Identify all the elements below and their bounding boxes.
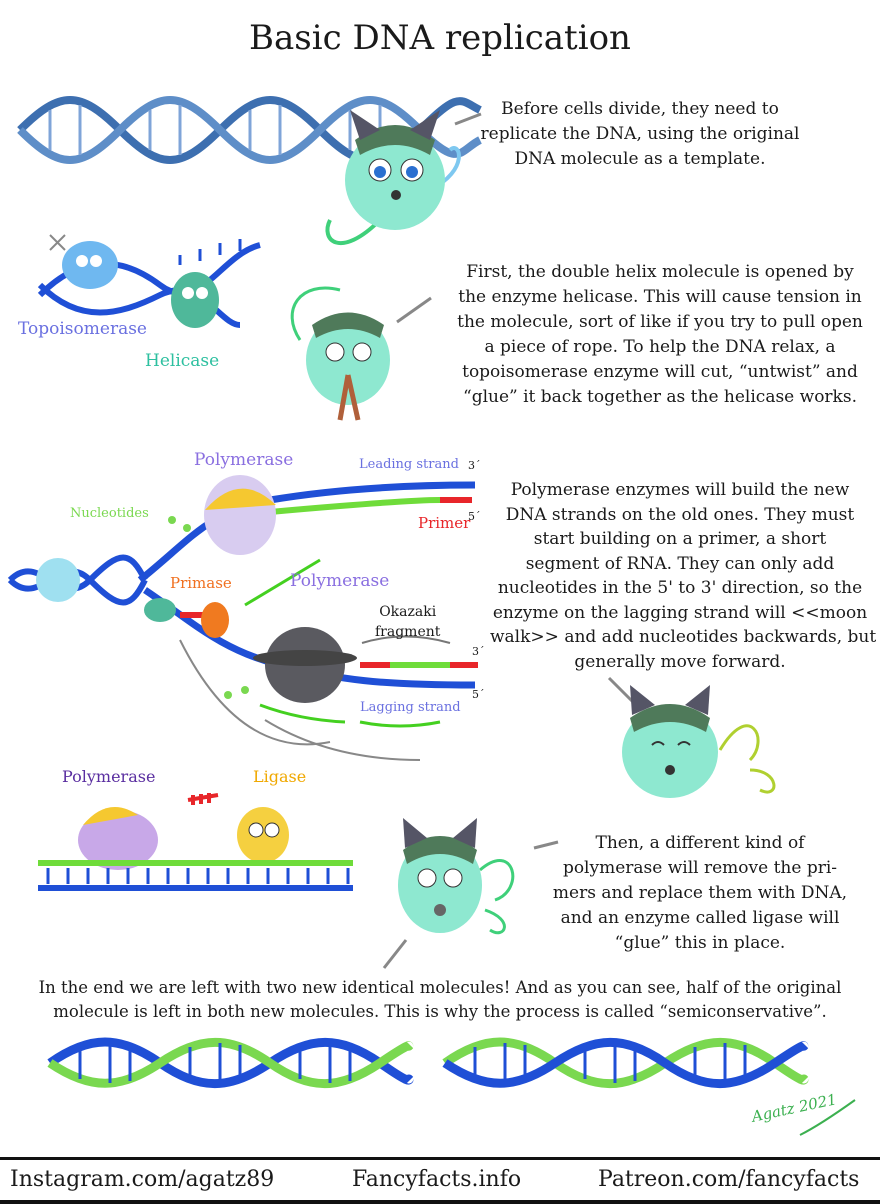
five-prime-label: 5´ <box>472 688 485 701</box>
nucleotides-label: Nucleotides <box>70 506 149 521</box>
polymerase-label: Polymerase <box>62 767 156 786</box>
polymerase-top-label: Polymerase <box>194 450 294 470</box>
fork-line: segment of RNA. They can only add <box>525 553 835 574</box>
fork-line: walk>> and add nucleotides backwards, bu… <box>490 627 877 647</box>
ligase-label: Ligase <box>253 767 307 786</box>
primer-label: Primer <box>418 514 471 532</box>
fork-line: Polymerase enzymes will build the new <box>510 480 850 500</box>
page-title: Basic DNA replication <box>249 18 631 58</box>
cat-with-microphone-illustration <box>398 818 515 935</box>
pointer-line <box>607 676 635 704</box>
fork-line: nucleotides in the 5' to 3' direction, s… <box>497 578 863 598</box>
intro-line: replicate the DNA, using the original <box>480 124 800 144</box>
unwinding-line: topoisomerase enzyme will cut, “untwist”… <box>462 362 858 382</box>
three-prime-label: 3´ <box>472 645 485 658</box>
polymerase-bottom-label: Polymerase <box>290 571 390 591</box>
fork-line: enzyme on the lagging strand will <<moon <box>492 602 868 623</box>
conclusion-line: In the end we are left with two new iden… <box>38 978 842 997</box>
new-dna-molecule-right-illustration <box>442 1037 809 1089</box>
intro-line: Before cells divide, they need to <box>501 99 779 119</box>
fork-line: DNA strands on the old ones. They must <box>505 504 855 525</box>
ligation-illustration <box>38 793 353 891</box>
three-prime-label: 3´ <box>468 459 481 472</box>
helicase-topoisomerase-illustration <box>37 234 261 328</box>
replication-fork-illustration <box>7 475 478 761</box>
okazaki-fragment-label: Okazaki fragment <box>375 602 440 642</box>
ligation-line: “glue” this in place. <box>614 933 786 953</box>
okazaki-line: fragment <box>375 624 441 640</box>
unwinding-line: First, the double helix molecule is open… <box>466 262 854 282</box>
leading-strand-label: Leading strand <box>359 457 459 472</box>
fork-text: Polymerase enzymes will build the new DN… <box>490 478 877 674</box>
new-dna-molecule-left-illustration <box>47 1037 414 1089</box>
footer-divider <box>0 1157 880 1160</box>
topoisomerase-label: Topoisomerase <box>18 319 147 339</box>
cat-with-rope-illustration <box>290 286 390 421</box>
primase-label: Primase <box>170 574 232 592</box>
conclusion-text: In the end we are left with two new iden… <box>0 976 880 1024</box>
ligation-line: polymerase will remove the pri- <box>562 858 838 878</box>
footer-divider <box>0 1200 880 1204</box>
ligation-line: and an enzyme called ligase will <box>560 908 840 928</box>
patreon-link[interactable]: Patreon.com/fancyfacts <box>598 1167 860 1192</box>
signature-flourish <box>799 1099 856 1136</box>
pointer-line <box>396 296 432 324</box>
pointer-line <box>382 939 408 969</box>
pointer-line <box>454 112 482 126</box>
leading-new-strand <box>269 497 441 515</box>
unwinding-line: a piece of rope. To help the DNA relax, … <box>484 337 836 357</box>
helicase-label: Helicase <box>145 351 220 371</box>
cat-singing-illustration <box>622 685 776 798</box>
intro-text: Before cells divide, they need to replic… <box>470 97 810 172</box>
unwinding-line: the enzyme helicase. This will cause ten… <box>458 287 862 307</box>
unwinding-text: First, the double helix molecule is open… <box>440 260 880 410</box>
pointer-line <box>533 840 559 850</box>
website-link[interactable]: Fancyfacts.info <box>352 1167 522 1192</box>
conclusion-line: molecule is left in both new molecules. … <box>53 1002 827 1021</box>
lagging-strand-label: Lagging strand <box>360 700 461 715</box>
cat-narrator-illustration <box>325 110 461 245</box>
ligation-text: Then, a different kind of polymerase wil… <box>525 831 875 956</box>
fork-line: generally move forward. <box>574 651 786 672</box>
okazaki-line: Okazaki <box>379 604 437 620</box>
fork-line: start building on a primer, a short <box>533 529 827 549</box>
intro-line: DNA molecule as a template. <box>514 149 766 169</box>
unwinding-line: the molecule, sort of like if you try to… <box>457 312 863 332</box>
five-prime-label: 5´ <box>468 510 481 523</box>
unwinding-line: “glue” it back together as the helicase … <box>463 387 857 407</box>
ligation-line: mers and replace them with DNA, <box>552 883 848 903</box>
instagram-link[interactable]: Instagram.com/agatz89 <box>10 1167 275 1192</box>
ligation-line: Then, a different kind of <box>595 833 805 853</box>
